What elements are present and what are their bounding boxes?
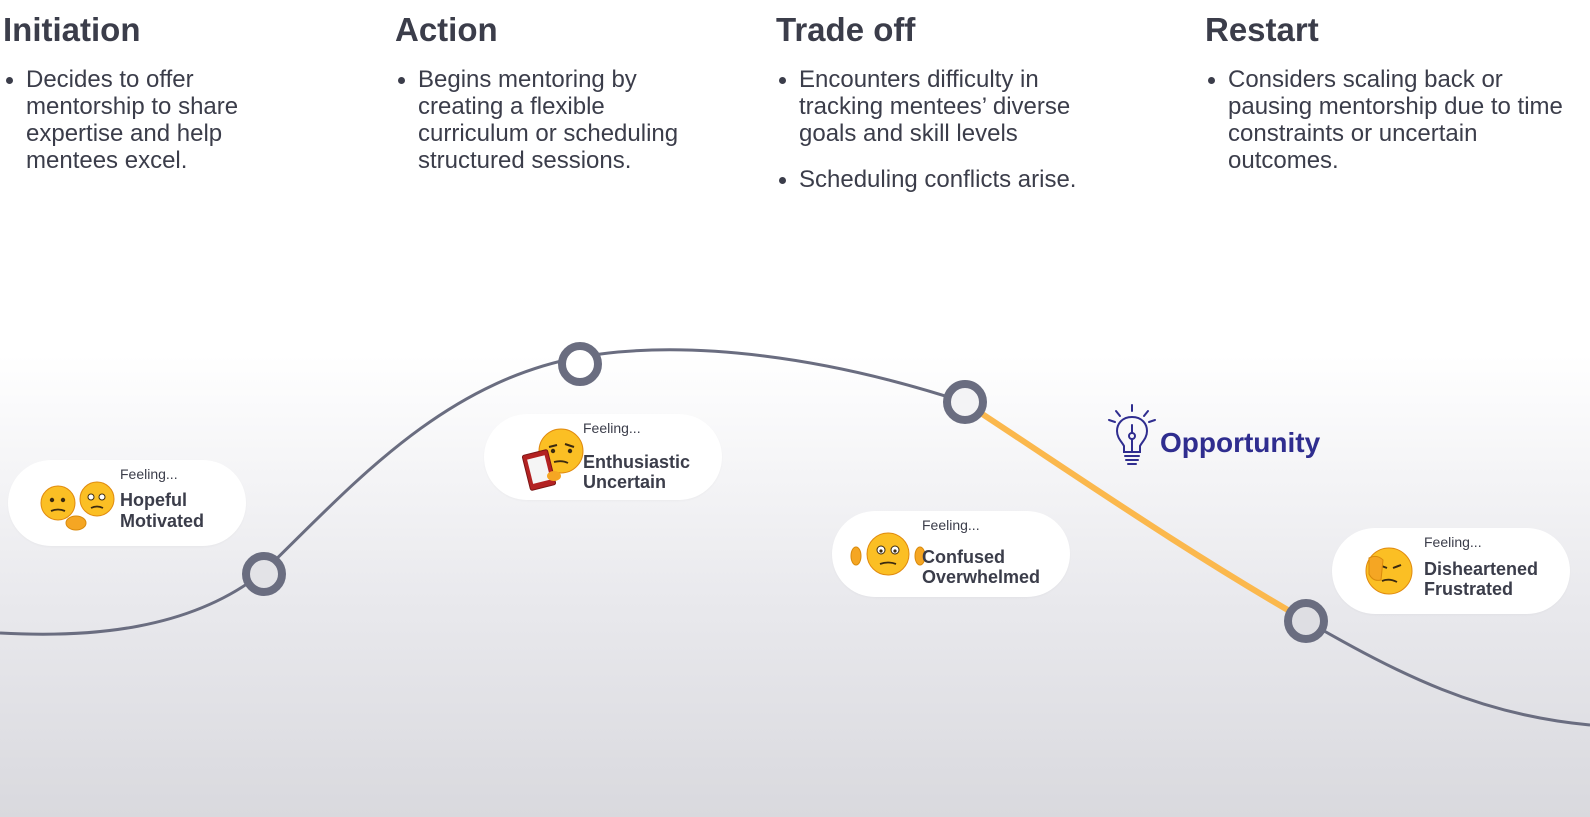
stage-bullets: Decides to offer mentorship to share exp… xyxy=(3,66,276,193)
feeling-bubble-hopeful: Feeling... Hopeful Motivated xyxy=(8,460,246,546)
stage-title: Action xyxy=(395,11,498,48)
curve-node-1 xyxy=(242,552,286,596)
emotion-primary: Hopeful xyxy=(120,490,187,510)
feeling-bubble-enthusiastic: Feeling... Enthusiastic Uncertain xyxy=(484,414,722,500)
emotion-secondary: Frustrated xyxy=(1424,579,1514,599)
curve-path-tail xyxy=(1304,618,1590,727)
stage-bullet: Encounters difficulty in tracking mentee… xyxy=(779,66,1109,147)
stage-bullet: Decides to offer mentorship to share exp… xyxy=(6,66,276,174)
stage-bullets: Considers scaling back or pausing mentor… xyxy=(1205,66,1583,193)
feeling-bubble-confused: Feeling... Confused Overwhelmed xyxy=(832,511,1070,597)
emotion-secondary: Overwhelmed xyxy=(922,567,1041,587)
stage-title: Initiation xyxy=(3,11,141,48)
curve-node-4 xyxy=(1284,599,1328,643)
stage-bullet: Considers scaling back or pausing mentor… xyxy=(1208,66,1583,174)
emotion-secondary: Motivated xyxy=(120,511,205,531)
thinking-and-handshake-emoji xyxy=(40,481,115,531)
thinking-with-clipboard-emoji xyxy=(521,428,584,491)
opportunity-label: Opportunity xyxy=(1160,427,1321,458)
feeling-label: Feeling... xyxy=(1424,534,1482,550)
feeling-label: Feeling... xyxy=(922,517,980,533)
emotion-primary: Confused xyxy=(922,547,1005,567)
emotion-secondary: Uncertain xyxy=(583,472,667,492)
stage-bullet: Begins mentoring by creating a flexible … xyxy=(398,66,688,174)
emotion-primary: Disheartened xyxy=(1424,559,1539,579)
lightbulb-icon xyxy=(1108,404,1156,465)
curve-node-2 xyxy=(558,342,602,386)
curve-path-highlight xyxy=(961,399,1308,623)
feeling-bubble-disheartened: Feeling... Disheartened Frustrated xyxy=(1332,528,1570,614)
opportunity-callout: Opportunity xyxy=(1105,403,1345,473)
confused-shrug-emoji xyxy=(850,532,926,576)
emotion-primary: Enthusiastic xyxy=(583,452,691,472)
curve-path xyxy=(0,348,965,636)
feeling-label: Feeling... xyxy=(120,466,178,482)
stage-bullet: Scheduling conflicts arise. xyxy=(779,166,1109,193)
stage-title: Trade off xyxy=(776,11,916,48)
stage-bullets: Encounters difficulty in tracking mentee… xyxy=(776,66,1109,212)
facepalm-emoji xyxy=(1365,547,1413,595)
feeling-label: Feeling... xyxy=(583,420,641,436)
stage-bullets: Begins mentoring by creating a flexible … xyxy=(395,66,688,193)
stage-title: Restart xyxy=(1205,11,1319,48)
curve-node-3 xyxy=(943,380,987,424)
